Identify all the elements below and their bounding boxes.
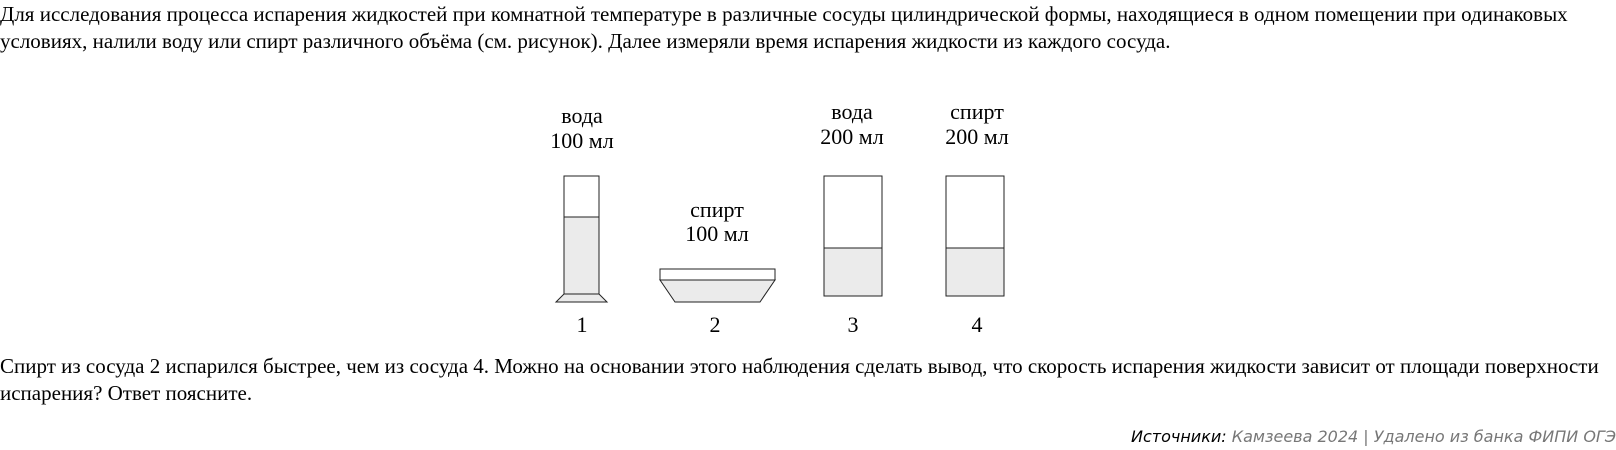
vessel-1-liquid (563, 216, 600, 295)
vessel-2-number: 2 (710, 312, 721, 337)
vessel-4-volume-label: 200 мл (945, 124, 1008, 149)
vessel-3: вода 200 мл 3 (820, 100, 883, 337)
vessel-1-volume-label: 100 мл (550, 128, 613, 153)
vessel-4: спирт 200 мл 4 (945, 100, 1008, 337)
vessel-2-liquid-label: спирт (690, 197, 744, 222)
vessel-2-liquid (659, 279, 776, 303)
vessel-4-liquid (945, 247, 1005, 297)
vessel-3-liquid-label: вода (831, 100, 873, 124)
vessel-1: вода 100 мл 1 (550, 103, 613, 337)
problem-intro-text: Для исследования процесса испарения жидк… (0, 2, 1568, 53)
vessel-1-liquid-label: вода (561, 103, 603, 128)
vessels-diagram: вода 100 мл 1 спирт 100 мл 2 вода 200 мл… (550, 100, 1008, 337)
vessel-3-liquid (823, 247, 883, 297)
vessels-figure: вода 100 мл 1 спирт 100 мл 2 вода 200 мл… (540, 100, 1060, 350)
vessel-1-number: 1 (577, 312, 588, 337)
source-link[interactable]: Камзеева 2024 | Удалено из банка ФИПИ ОГ… (1231, 427, 1616, 446)
source-label: Источники: (1131, 427, 1227, 446)
problem-question-text: Спирт из сосуда 2 испарился быстрее, чем… (0, 354, 1599, 405)
vessel-3-number: 3 (848, 312, 859, 337)
source-attribution: Источники: Камзеева 2024 | Удалено из ба… (1131, 427, 1616, 446)
vessel-3-volume-label: 200 мл (820, 124, 883, 149)
vessel-1-base (554, 293, 609, 303)
vessel-2-rim (659, 268, 776, 281)
vessel-2-volume-label: 100 мл (685, 221, 748, 246)
vessel-2: спирт 100 мл 2 (659, 197, 776, 337)
vessel-4-liquid-label: спирт (950, 100, 1004, 124)
vessel-4-number: 4 (972, 312, 983, 337)
